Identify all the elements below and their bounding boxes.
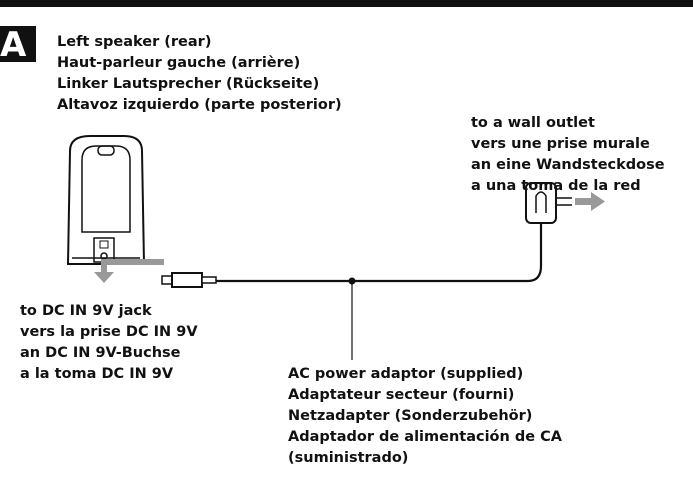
speaker-icon (66, 135, 146, 265)
adaptor-label-es: Adaptador de alimentación de CA (288, 429, 563, 445)
speaker-inner-panel (81, 145, 131, 233)
adaptor-label-en: AC power adaptor (supplied) (288, 366, 524, 382)
speaker-label-en: Left speaker (rear) (57, 34, 212, 50)
speaker-jack-mark (99, 240, 109, 249)
dc-plug-icon (161, 272, 217, 288)
outlet-arrow-icon (575, 192, 605, 211)
jack-label-fr: vers la prise DC IN 9V (20, 324, 198, 340)
adaptor-label-fr: Adaptateur secteur (fourni) (288, 387, 515, 403)
speaker-label: Left speaker (rear) Haut-parleur gauche … (57, 32, 342, 116)
speaker-label-fr: Haut-parleur gauche (arrière) (57, 55, 301, 71)
jack-label: to DC IN 9V jack vers la prise DC IN 9V … (20, 301, 198, 385)
adaptor-label: AC power adaptor (supplied) Adaptateur s… (288, 364, 562, 469)
outlet-label-en: to a wall outlet (471, 115, 595, 131)
jack-label-es: a la toma DC IN 9V (20, 366, 174, 382)
figure-label-a: A (0, 26, 36, 62)
speaker-body (66, 135, 146, 265)
jack-label-en: to DC IN 9V jack (20, 303, 152, 319)
speaker-label-de: Linker Lautsprecher (Rückseite) (57, 76, 320, 92)
adaptor-label-es-cont: (suministrado) (288, 450, 409, 466)
jack-label-de: an DC IN 9V-Buchse (20, 345, 181, 361)
adaptor-cable (216, 222, 543, 283)
top-rule (0, 0, 693, 7)
ac-adaptor-icon (525, 182, 572, 224)
speaker-label-es: Altavoz izquierdo (parte posterior) (57, 97, 342, 113)
speaker-handle (97, 145, 115, 156)
adaptor-label-de: Netzadapter (Sonderzubehör) (288, 408, 533, 424)
jack-arrow-icon (94, 259, 164, 283)
outlet-label-de: an eine Wandsteckdose (471, 157, 665, 173)
outlet-label-fr: vers une prise murale (471, 136, 650, 152)
